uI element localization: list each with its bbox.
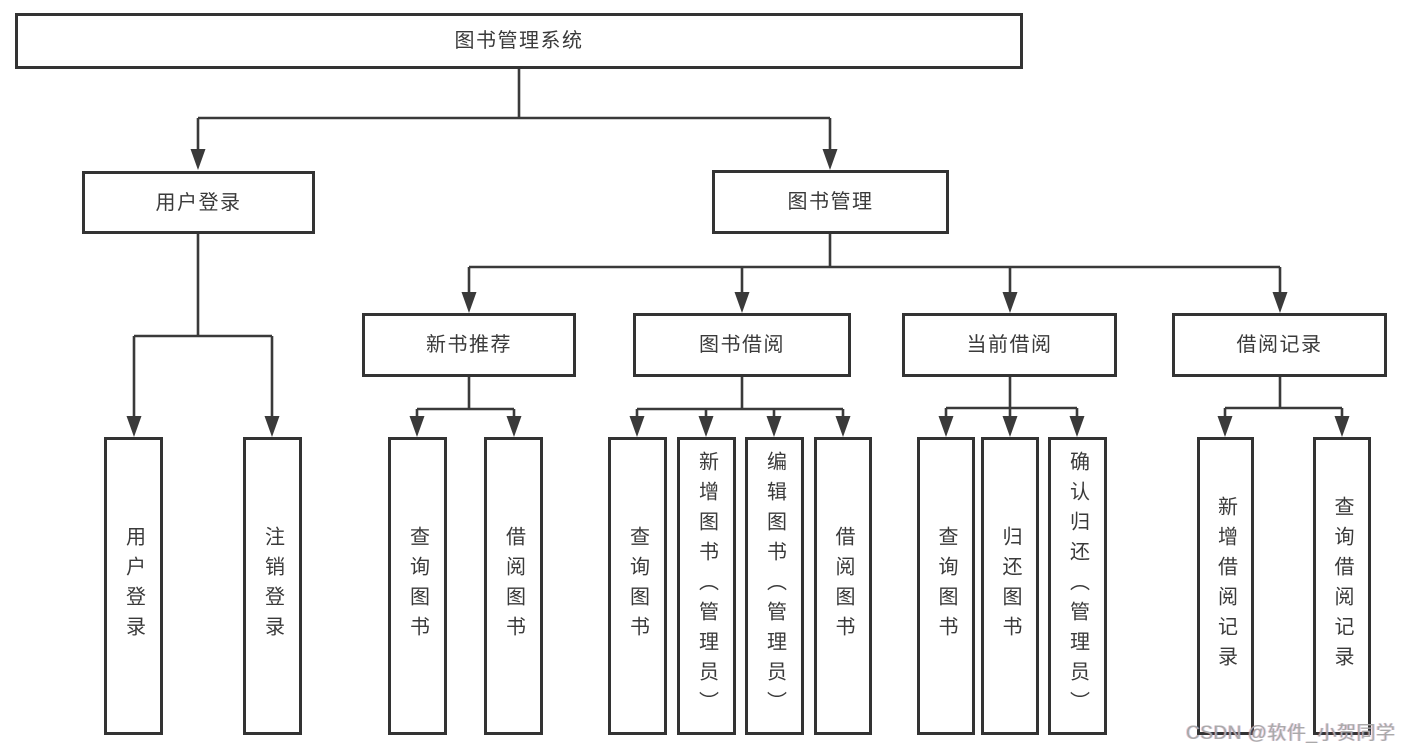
- node-user-login: 用户登录: [82, 171, 315, 234]
- leaf-query-borrow-record-label: 查询借阅记录: [1331, 496, 1353, 676]
- leaf-logout-login-label: 注销登录: [261, 526, 284, 646]
- leaf-borrow-books: 借阅图书: [814, 437, 872, 735]
- node-new-book-recommend: 新书推荐: [362, 313, 576, 377]
- node-book-borrow-label: 图书借阅: [699, 334, 785, 356]
- connector-user-login-to-leaves: [126, 234, 280, 437]
- leaf-query-books-current: 查询图书: [917, 437, 975, 735]
- leaf-query-books-borrow: 查询图书: [608, 437, 667, 735]
- leaf-logout-login: 注销登录: [243, 437, 302, 735]
- connector-root-to-level2: [190, 69, 838, 170]
- node-book-management-label: 图书管理: [787, 191, 874, 213]
- leaf-add-book-admin-label: 新增图书（管理员）: [695, 451, 718, 721]
- connector-book-management-to-level3: [461, 234, 1288, 313]
- leaf-user-login-label: 用户登录: [122, 526, 145, 646]
- leaf-borrow-books-recommend-label: 借阅图书: [502, 526, 525, 646]
- leaf-query-books-recommend: 查询图书: [388, 437, 447, 735]
- leaf-query-books-recommend-label: 查询图书: [406, 526, 429, 646]
- leaf-add-borrow-record-label: 新增借阅记录: [1214, 496, 1237, 676]
- leaf-user-login: 用户登录: [104, 437, 163, 735]
- leaf-borrow-books-label: 借阅图书: [832, 526, 854, 646]
- node-user-login-label: 用户登录: [155, 191, 242, 214]
- leaf-edit-book-admin: 编辑图书（管理员）: [745, 437, 804, 735]
- csdn-watermark: CSDN @软件_小贺同学: [1186, 723, 1396, 744]
- leaf-return-book: 归还图书: [981, 437, 1039, 735]
- leaf-return-book-label: 归还图书: [999, 526, 1021, 646]
- node-book-borrow: 图书借阅: [633, 313, 851, 377]
- connector-current-borrow-to-leaves: [938, 377, 1085, 437]
- node-new-book-recommend-label: 新书推荐: [426, 334, 512, 356]
- node-root-library-system: 图书管理系统: [15, 13, 1023, 69]
- leaf-borrow-books-recommend: 借阅图书: [484, 437, 543, 735]
- node-current-borrow-label: 当前借阅: [966, 334, 1053, 356]
- leaf-confirm-return-admin-label: 确认归还（管理员）: [1066, 451, 1089, 721]
- connector-borrow-record-to-leaves: [1217, 377, 1350, 437]
- node-book-management: 图书管理: [712, 170, 949, 234]
- leaf-query-books-borrow-label: 查询图书: [626, 526, 649, 646]
- connector-book-borrow-to-leaves: [629, 377, 851, 437]
- leaf-add-book-admin: 新增图书（管理员）: [677, 437, 736, 735]
- node-borrow-record-label: 借阅记录: [1236, 334, 1323, 356]
- connector-new-book-recommend-to-leaves: [409, 377, 522, 437]
- node-borrow-record: 借阅记录: [1172, 313, 1387, 377]
- leaf-confirm-return-admin: 确认归还（管理员）: [1048, 437, 1107, 735]
- node-root-label: 图书管理系统: [454, 30, 584, 52]
- leaf-query-borrow-record: 查询借阅记录: [1313, 437, 1371, 735]
- leaf-query-books-current-label: 查询图书: [935, 526, 957, 646]
- leaf-edit-book-admin-label: 编辑图书（管理员）: [763, 451, 786, 721]
- node-current-borrow: 当前借阅: [902, 313, 1117, 377]
- leaf-add-borrow-record: 新增借阅记录: [1197, 437, 1254, 735]
